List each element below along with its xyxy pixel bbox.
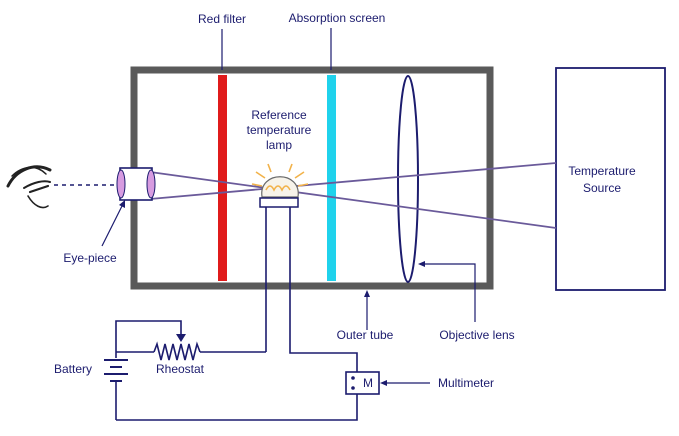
pointer-objective-lens [422, 263, 476, 322]
circuit-wire-bottom [116, 394, 358, 421]
battery-icon [104, 359, 128, 382]
label-temperature-source-1: Temperature [568, 164, 636, 178]
label-reference-lamp-1: Reference [251, 108, 307, 122]
light-ray-lower [149, 162, 557, 200]
circuit-wire-left [115, 320, 182, 358]
label-absorption-screen: Absorption screen [289, 11, 386, 25]
label-rheostat: Rheostat [156, 362, 205, 376]
label-eye-piece: Eye-piece [63, 251, 117, 265]
label-objective-lens: Objective lens [439, 328, 514, 342]
eye-icon [6, 165, 52, 209]
label-multimeter: Multimeter [438, 376, 494, 390]
lamp-icon [251, 163, 309, 208]
label-reference-lamp-2: temperature [247, 123, 312, 137]
meter-terminal-top [351, 376, 355, 380]
pointer-eye-piece-arrow [119, 200, 125, 208]
meter-terminal-bottom [351, 386, 355, 390]
lamp-base [259, 197, 299, 208]
rheostat-icon [153, 341, 201, 361]
pointer-outer-tube-arrow [364, 290, 370, 297]
lamp-wire-right [289, 207, 358, 372]
pointer-objective-lens-arrow [418, 261, 425, 267]
rheostat-arrow [176, 334, 186, 342]
eyepiece-lens-right [146, 169, 156, 199]
label-reference-lamp-3: lamp [266, 138, 292, 152]
label-battery: Battery [54, 362, 92, 376]
label-outer-tube: Outer tube [337, 328, 394, 342]
meter-symbol: M [363, 376, 373, 390]
eye-piece [116, 167, 156, 201]
pointer-eye-piece [101, 203, 124, 247]
red-filter [218, 75, 227, 281]
temperature-source-box [555, 67, 666, 291]
eyepiece-lens-left [116, 169, 126, 199]
absorption-screen [327, 75, 336, 281]
label-temperature-source-2: Source [583, 181, 621, 195]
light-ray-upper [149, 171, 557, 229]
pointer-multimeter-arrow [380, 380, 387, 386]
objective-lens-icon [397, 75, 419, 283]
label-red-filter: Red filter [198, 12, 246, 26]
